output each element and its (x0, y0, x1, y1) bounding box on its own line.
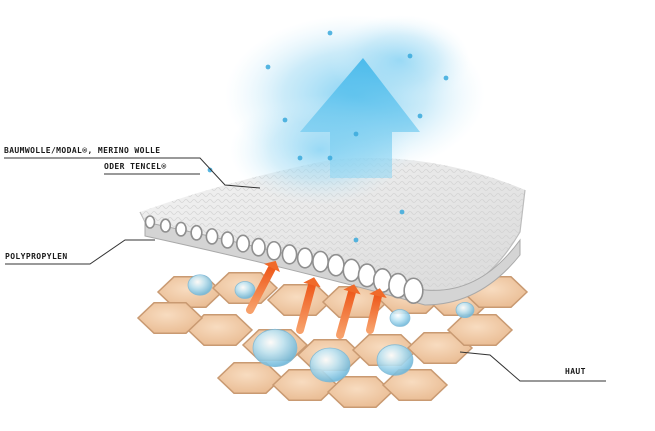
fiber-loop (266, 240, 282, 261)
vapor-droplet (399, 209, 405, 215)
sweat-droplet (455, 301, 475, 319)
sweat-droplet (234, 281, 256, 299)
vapor-droplet (407, 53, 413, 59)
heat-arrow-icon (296, 277, 321, 334)
vapor-droplet (282, 117, 288, 123)
skin-cell (266, 284, 334, 316)
fiber-loop (235, 234, 251, 253)
vapor-droplet (207, 167, 213, 173)
skin-cell (216, 362, 284, 394)
fiber-loop (144, 215, 156, 229)
vapor-droplet (297, 155, 303, 161)
fiber-loop (159, 218, 172, 233)
heat-arrows (246, 260, 387, 339)
label-fabric-material-line2: ODER TENCEL® (104, 162, 167, 171)
fiber-loop (220, 231, 235, 249)
skin-cell (326, 376, 394, 408)
fiber-loop (281, 244, 298, 265)
leader-lines (4, 157, 606, 382)
sweat-droplet (309, 347, 351, 383)
vapor-droplets (207, 30, 449, 243)
fiber-loop (296, 247, 314, 269)
leader-line-fabric (4, 157, 261, 189)
sweat-droplet (376, 344, 414, 376)
vapor-droplet (327, 155, 333, 161)
label-fabric-material: BAUMWOLLE/MODAL®, MERINO WOLLE (4, 146, 161, 155)
fiber-loop (357, 263, 377, 288)
polypropylen-loops (144, 215, 521, 306)
fiber-loop (251, 237, 266, 257)
vapor-droplet (353, 237, 359, 243)
leader-line-polypropylen (5, 239, 155, 265)
skin-cell (136, 302, 204, 334)
sweat-droplet (187, 274, 213, 296)
fiber-loop (342, 258, 361, 283)
label-polypropylen: POLYPROPYLEN (5, 252, 68, 261)
fiber-loop (190, 224, 203, 241)
fiber-loop (312, 250, 329, 273)
vapor-droplet (353, 131, 359, 137)
vapor-droplet (327, 30, 333, 36)
vapor-droplet (265, 64, 271, 70)
sweat-droplet (389, 309, 411, 327)
vapor-droplet (443, 75, 449, 81)
leader-line-skin (459, 351, 606, 382)
skin-cell (446, 314, 514, 346)
fiber-loop (205, 228, 219, 245)
heat-arrow-icon (366, 288, 387, 334)
fiber-loop (327, 253, 345, 277)
fiber-loop (175, 221, 187, 237)
skin-cell (381, 369, 449, 401)
vapor-droplet (417, 113, 423, 119)
heat-arrow-icon (336, 284, 361, 339)
fiber-loop (403, 277, 424, 304)
heat-arrow-icon (246, 260, 280, 314)
vapor-arrow-icon (300, 58, 420, 178)
label-skin: HAUT (565, 367, 586, 376)
sweat-droplet (252, 328, 298, 368)
fabric-layer (139, 158, 526, 301)
